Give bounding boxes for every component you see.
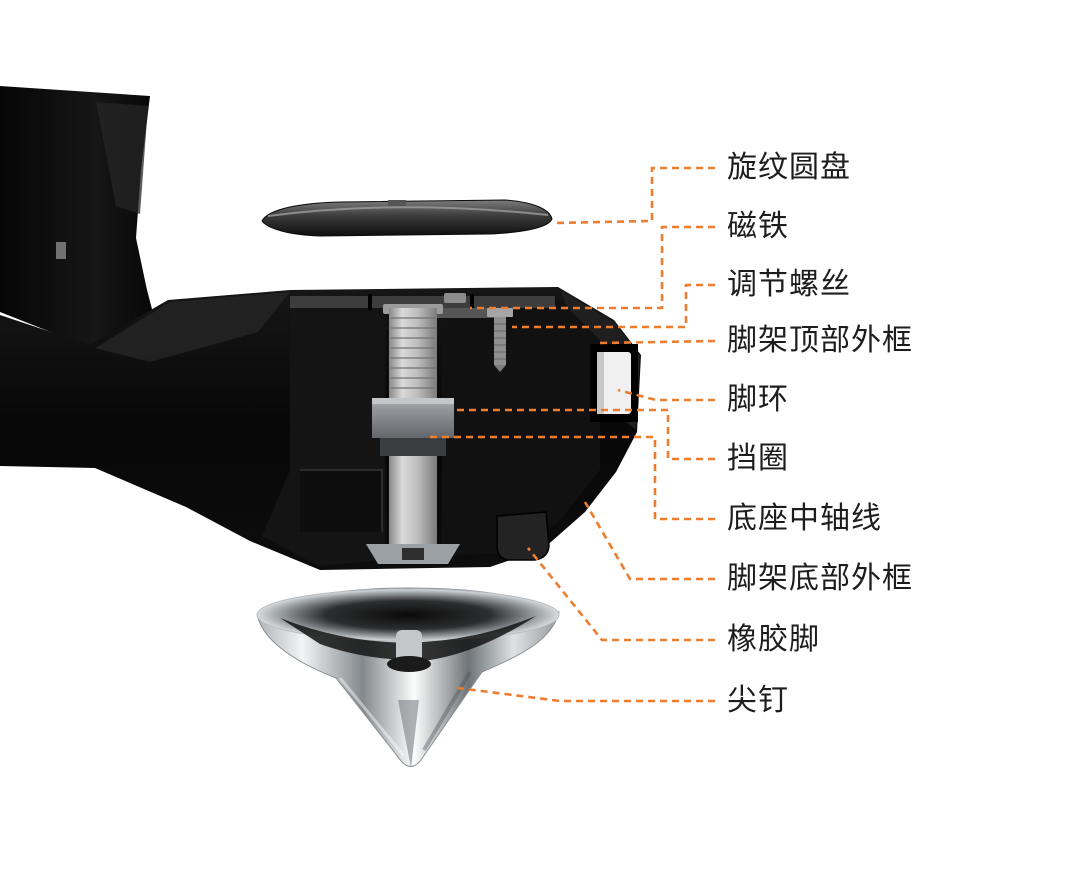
leader-line-foot-ring — [617, 388, 715, 402]
part-label-stand-bottom-frame: 脚架底部外框 — [727, 562, 913, 595]
part-label-rubber-foot: 橡胶脚 — [727, 623, 820, 656]
part-label-magnet: 磁铁 — [727, 210, 789, 243]
stand-top-frame-plate — [290, 293, 555, 310]
part-label-spike: 尖钉 — [727, 684, 789, 717]
leader-line-adjustment-screw — [512, 283, 715, 329]
leader-line-magnet — [470, 225, 715, 310]
part-label-retaining-ring: 挡圈 — [727, 442, 789, 475]
part-label-spiral-disc: 旋纹圆盘 — [727, 151, 851, 184]
speaker-cabinet — [0, 86, 158, 346]
shaft-bottom-seat — [366, 544, 460, 564]
rubber-foot-part — [496, 511, 550, 561]
leader-line-base-center-axis — [428, 435, 715, 521]
foot-body-cross-section — [0, 287, 641, 570]
part-label-adjustment-screw: 调节螺丝 — [727, 268, 851, 301]
part-label-stand-top-frame: 脚架顶部外框 — [727, 324, 913, 357]
retaining-ring-part — [372, 398, 454, 456]
spike-cone-part — [256, 587, 560, 768]
adjustment-screw-part — [487, 308, 513, 372]
leader-line-stand-bottom-frame — [583, 501, 715, 581]
spiral-disc-part — [261, 199, 553, 237]
leader-line-spike — [457, 686, 715, 703]
leader-line-spiral-disc — [555, 166, 715, 225]
leader-line-retaining-ring — [452, 408, 715, 461]
part-label-base-center-axis: 底座中轴线 — [727, 502, 882, 535]
leader-lines — [428, 166, 716, 703]
leader-line-rubber-foot — [526, 547, 715, 642]
magnet-part — [425, 308, 497, 318]
part-label-foot-ring: 脚环 — [727, 383, 789, 416]
